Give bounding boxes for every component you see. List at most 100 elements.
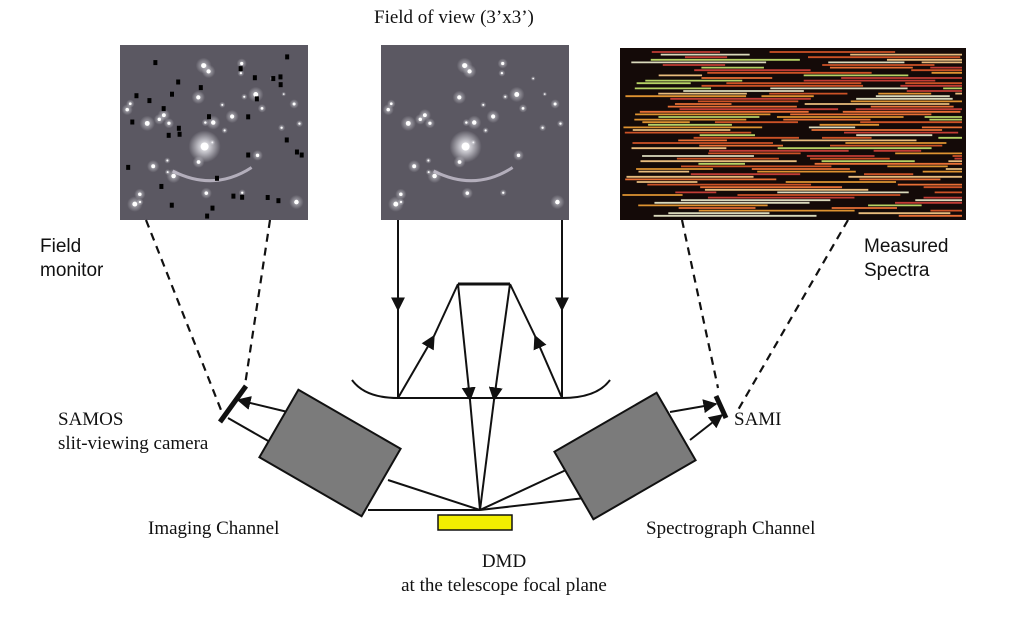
star <box>412 164 417 169</box>
central-galaxy-core <box>461 142 470 151</box>
field-of-view-image <box>381 45 569 220</box>
dmd-label: DMD <box>481 551 527 572</box>
slit-mask <box>214 175 219 181</box>
star <box>144 120 150 126</box>
field-monitor-image <box>120 45 308 220</box>
slit-mask <box>153 60 158 66</box>
slit-mask <box>271 76 276 82</box>
star <box>167 121 171 125</box>
star <box>241 191 244 194</box>
sami-detector <box>713 394 729 420</box>
star <box>532 77 534 80</box>
star <box>166 159 169 162</box>
slit-mask <box>161 106 166 112</box>
star <box>260 106 264 110</box>
star <box>282 93 285 95</box>
telescope-optics <box>351 220 611 511</box>
slit-mask <box>265 194 270 200</box>
measured-spectra-label-line2: Spectra <box>864 260 930 281</box>
slit-mask <box>238 66 243 72</box>
star <box>204 121 207 124</box>
slit-mask <box>170 91 175 97</box>
central-galaxy-core <box>200 142 209 151</box>
star <box>428 121 432 125</box>
star <box>541 126 544 129</box>
slit-mask <box>147 98 152 104</box>
star <box>491 114 496 119</box>
field-of-view-label: Field of view (3’x3’) <box>374 7 534 28</box>
slit-mask <box>130 119 135 125</box>
star <box>399 192 403 197</box>
slit-mask <box>278 74 283 80</box>
slit-mask <box>285 54 290 60</box>
slit-mask <box>294 149 299 155</box>
spectrograph-channel-beams <box>479 399 724 511</box>
star <box>211 120 216 125</box>
slit-mask <box>299 152 304 158</box>
star <box>516 153 521 158</box>
star <box>465 121 468 124</box>
samos-camera <box>217 384 249 424</box>
slit-mask <box>240 194 245 200</box>
star <box>298 122 301 125</box>
slit-mask <box>284 137 289 143</box>
star <box>161 113 166 118</box>
star <box>138 192 142 197</box>
slit-mask <box>159 183 164 189</box>
sami-label: SAMI <box>734 409 782 430</box>
dashed-projection-lines <box>144 219 849 411</box>
star <box>125 107 129 112</box>
star <box>171 173 176 179</box>
slit-mask <box>169 202 174 208</box>
lensing-arc <box>171 166 253 183</box>
spectrograph-channel-box <box>553 391 697 521</box>
star <box>514 92 520 97</box>
star <box>240 61 244 66</box>
star <box>432 173 437 179</box>
star <box>399 200 403 204</box>
star <box>239 72 243 75</box>
slit-mask <box>166 132 171 138</box>
measured-spectra-image <box>620 48 966 220</box>
star <box>223 129 226 132</box>
samos-label-line2: slit-viewing camera <box>58 433 209 454</box>
star <box>543 93 546 95</box>
star <box>467 69 472 74</box>
star <box>482 103 485 106</box>
star <box>472 120 477 125</box>
slit-mask <box>252 75 257 81</box>
star <box>457 95 462 100</box>
slit-mask <box>254 96 259 102</box>
star <box>502 191 505 194</box>
star <box>405 120 411 126</box>
star <box>484 129 487 132</box>
slit-mask <box>126 164 131 170</box>
star <box>465 191 470 195</box>
slit-mask <box>207 114 212 120</box>
star <box>500 72 504 75</box>
slit-mask <box>231 193 236 199</box>
slit-mask <box>198 85 203 91</box>
slit-mask <box>276 198 281 204</box>
slit-mask <box>176 79 181 85</box>
star <box>393 201 399 207</box>
star <box>386 107 390 112</box>
star <box>206 69 211 74</box>
star <box>151 164 156 169</box>
dmd-sublabel: at the telescope focal plane <box>401 575 607 596</box>
lensing-arc <box>432 166 514 183</box>
star <box>389 102 393 106</box>
star <box>230 114 235 119</box>
star <box>427 159 430 162</box>
star <box>294 199 299 205</box>
imaging-channel-box <box>258 388 402 518</box>
star <box>280 126 283 129</box>
star <box>196 95 201 100</box>
star <box>128 102 132 106</box>
slit-mask <box>246 152 251 158</box>
star <box>132 201 138 207</box>
star <box>504 95 507 98</box>
dmd-device <box>437 514 513 531</box>
